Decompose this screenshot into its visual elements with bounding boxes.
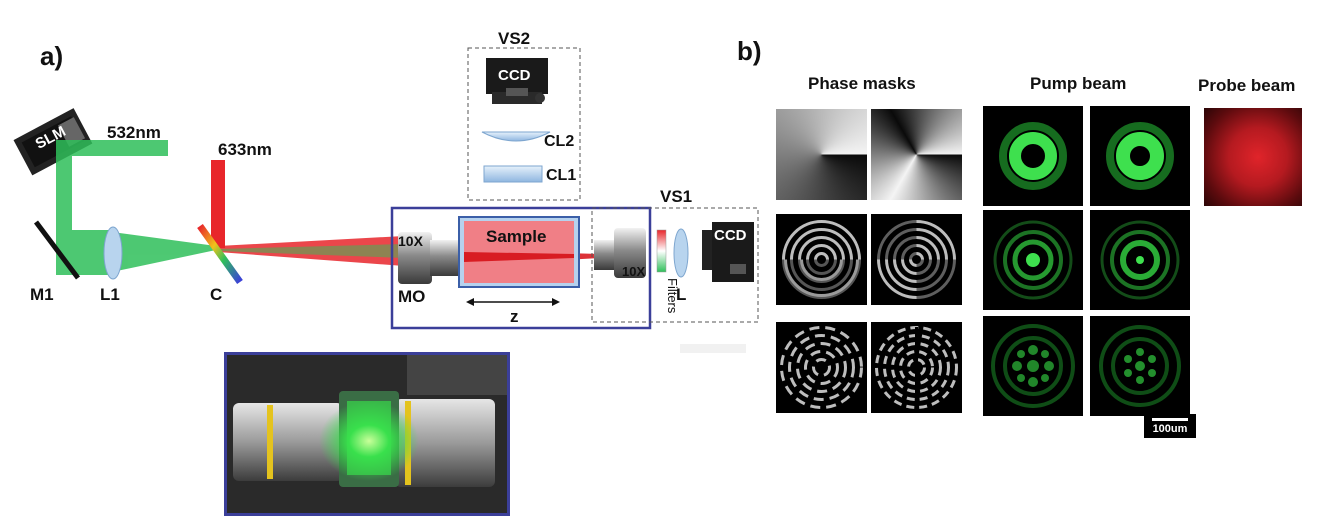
wavelength-633-label: 633nm (218, 140, 272, 159)
combined-beam-green (218, 244, 404, 258)
sample-stage-frame (390, 206, 652, 330)
phase-mask-segmented-1 (776, 322, 867, 413)
phase-masks-title: Phase masks (808, 74, 916, 93)
probe-beam-spot (1204, 108, 1302, 206)
pump-beam-vortex-2 (1090, 106, 1190, 206)
scale-bar-label: 100um (1152, 423, 1188, 435)
l-label: L (676, 285, 686, 304)
sample-label: Sample (486, 227, 546, 246)
vs2-box (467, 47, 581, 201)
lens-l1 (103, 226, 123, 280)
phase-mask-vortex-2 (871, 109, 962, 200)
wavelength-532-label: 532nm (107, 123, 161, 142)
filters-label: Filters (665, 278, 680, 314)
blank-patch (680, 344, 746, 353)
sample-beam-inner (464, 252, 574, 262)
scale-bar: 100um (1144, 414, 1196, 438)
vs2-label: VS2 (498, 29, 530, 48)
ccd-camera-right (702, 222, 754, 282)
mirror-m1 (34, 220, 80, 280)
pump-beam-rings-1 (983, 210, 1083, 310)
phase-mask-rings-2 (871, 214, 962, 305)
phase-mask-vortex-1 (776, 109, 867, 200)
probe-beam-title: Probe beam (1198, 76, 1296, 95)
scale-bar-line (1152, 418, 1188, 421)
objective-mo (398, 232, 458, 284)
cl1-label: CL1 (546, 167, 576, 184)
c-label: C (210, 285, 222, 304)
lens-l (673, 228, 689, 278)
setup-photo (224, 352, 510, 516)
panel-b-letter: b) (737, 36, 762, 66)
z-arrow-head-right (552, 298, 560, 306)
pump-beam-title: Pump beam (1030, 74, 1127, 93)
cylindrical-lens-cl1 (483, 165, 543, 183)
z-arrow-head-left (466, 298, 474, 306)
mo-label: MO (398, 287, 425, 306)
cl2-label: CL2 (544, 133, 574, 150)
phase-mask-segmented-2 (871, 322, 962, 413)
pump-beam-rings-2 (1090, 210, 1190, 310)
objective-right-magnification: 10X (622, 264, 645, 279)
red-beam-input (211, 160, 225, 248)
m1-label: M1 (30, 285, 54, 304)
filters (656, 229, 667, 273)
ccd-right-label: CCD (714, 227, 747, 244)
objective-right (594, 228, 646, 278)
vs1-label: VS1 (660, 187, 692, 206)
cylindrical-lens-cl2 (481, 131, 551, 142)
photo-drawing (227, 355, 507, 513)
z-label: z (510, 307, 519, 326)
ccd-top-label: CCD (498, 67, 531, 84)
slm-device (13, 108, 93, 176)
mo-magnification-label: 10X (398, 233, 424, 249)
sample-body (464, 221, 574, 283)
pump-beam-pattern-2 (1090, 316, 1190, 416)
pump-beam-pattern-1 (983, 316, 1083, 416)
pump-beam-vortex-1 (983, 106, 1083, 206)
dichroic-c (197, 223, 243, 285)
ccd-camera-top (486, 58, 548, 104)
panel-a-letter: a) (40, 41, 63, 71)
l1-label: L1 (100, 285, 120, 304)
green-beam (56, 140, 216, 275)
phase-mask-rings-1 (776, 214, 867, 305)
